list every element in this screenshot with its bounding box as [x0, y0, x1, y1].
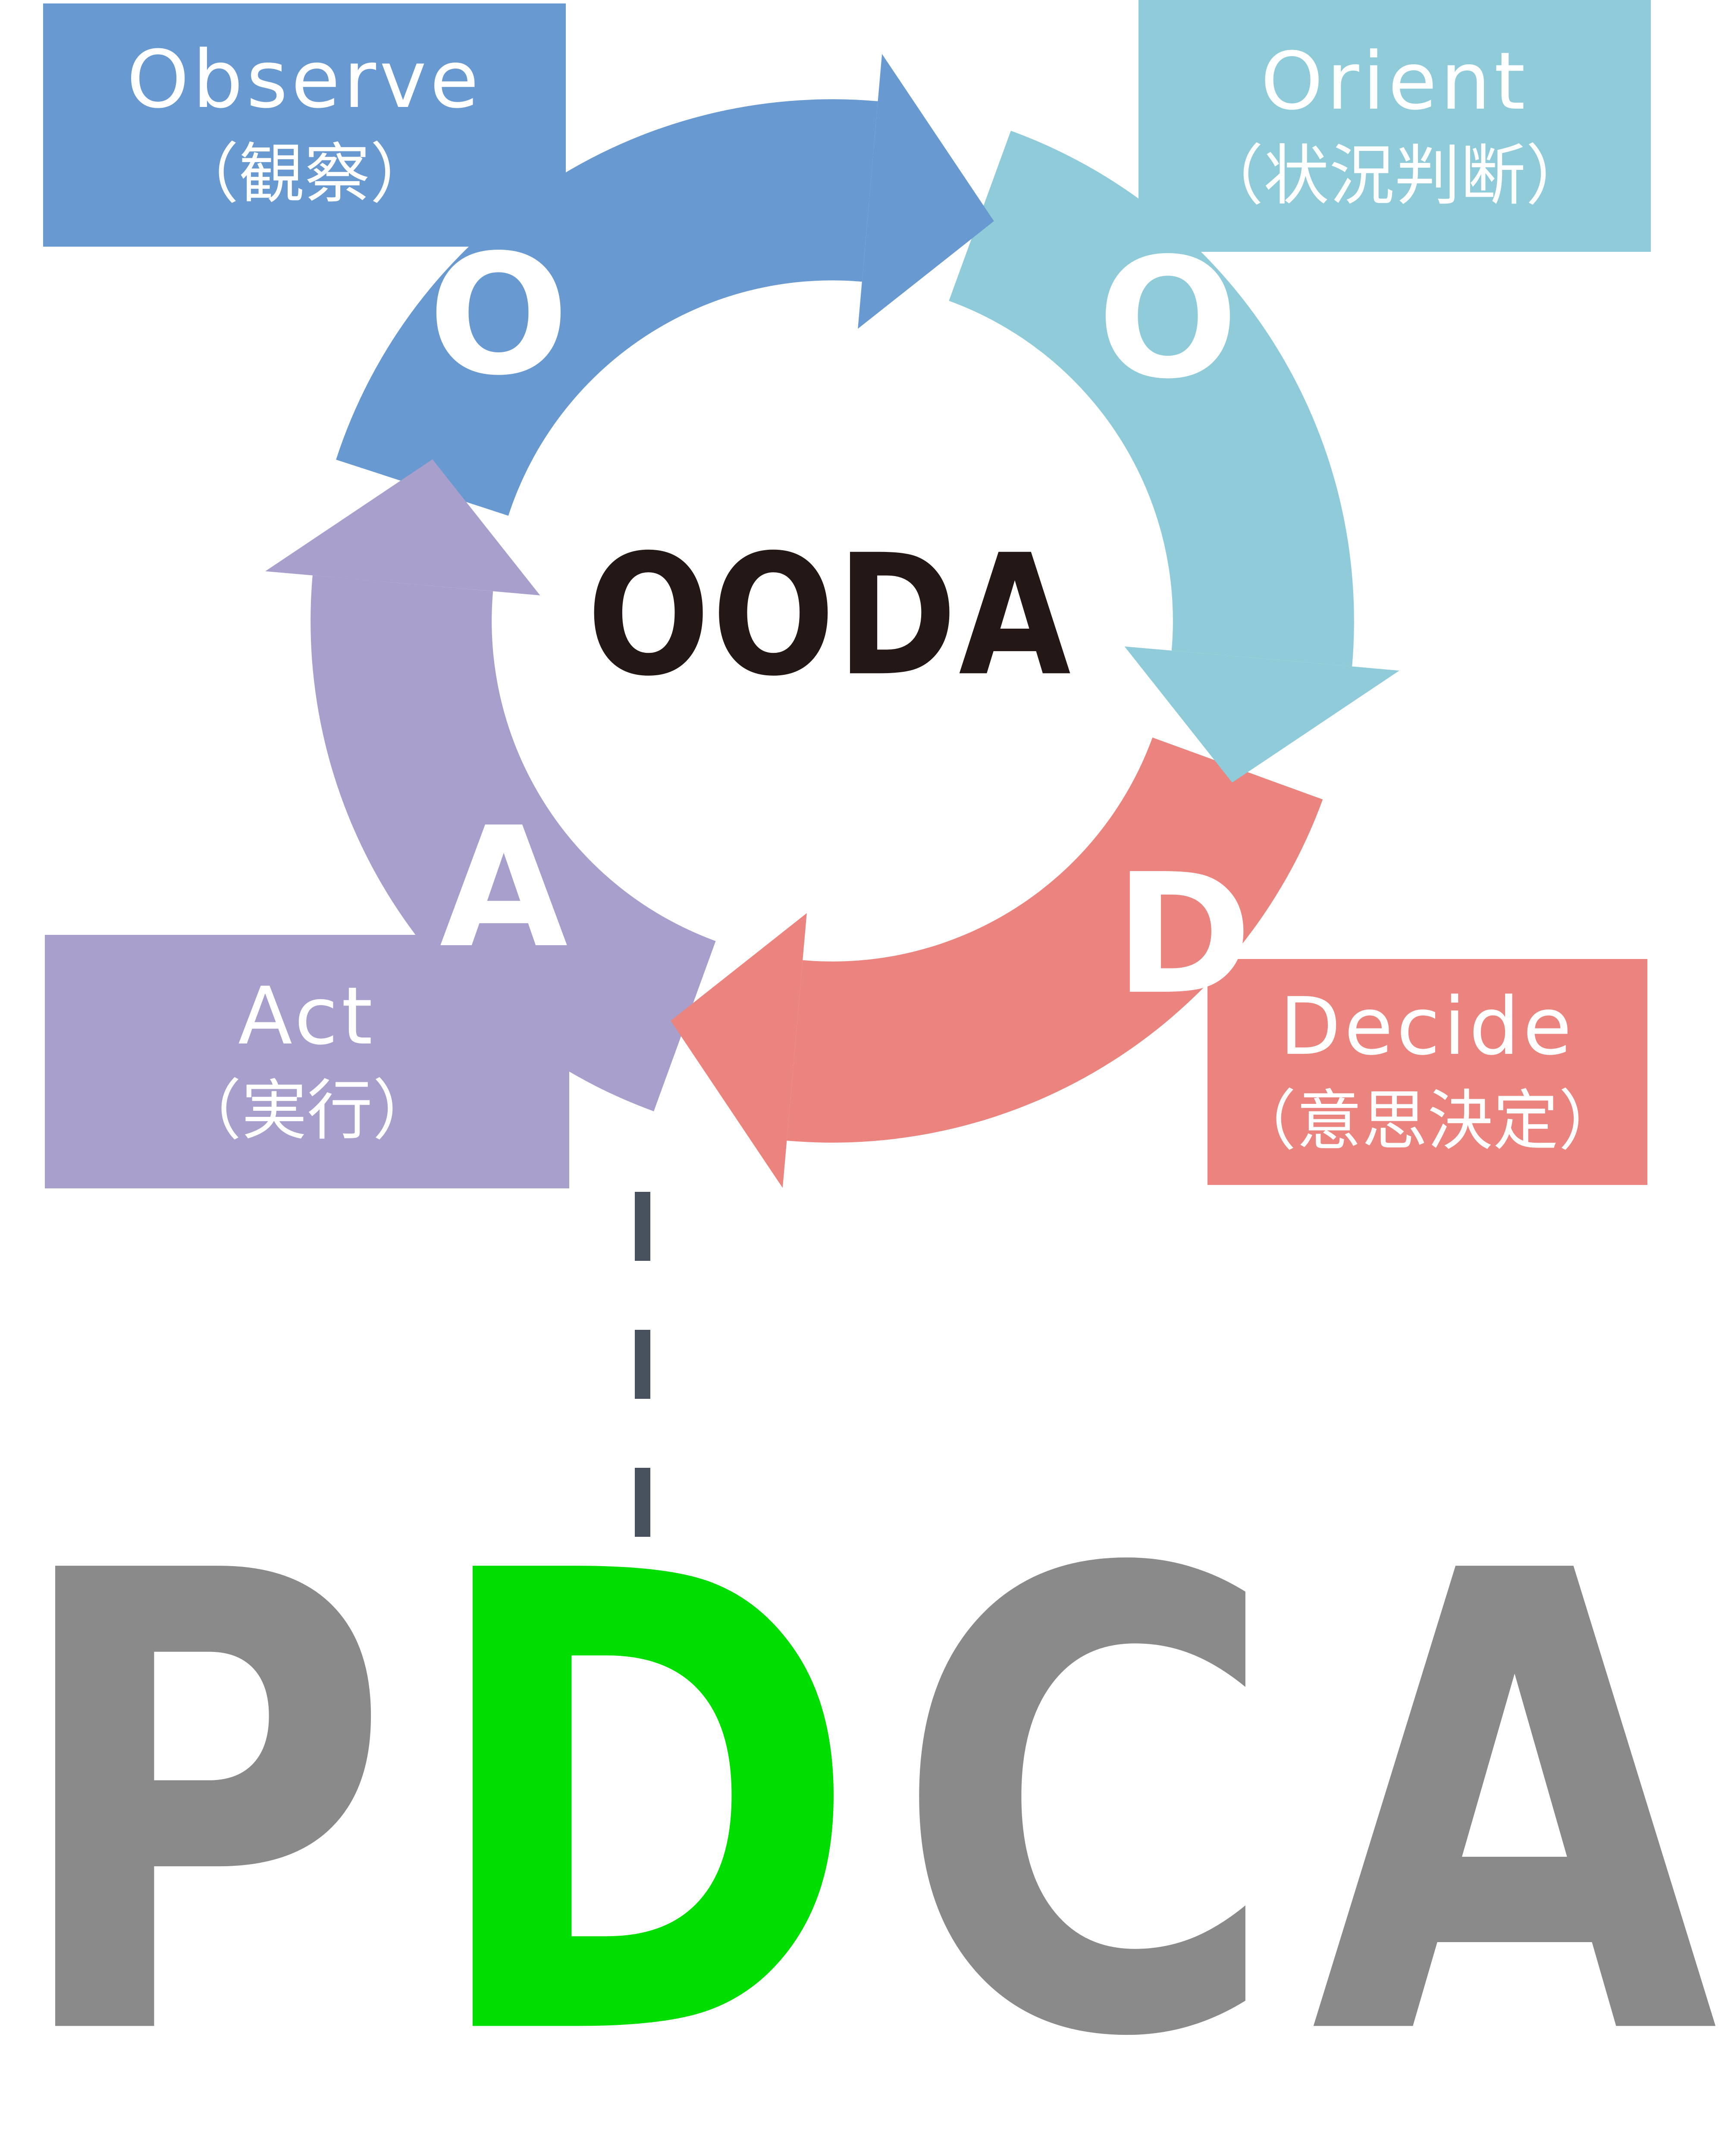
pdca-word: P D C A — [7, 1492, 1718, 2123]
pdca-letter-c: C — [893, 1440, 1279, 2156]
step-orient-label-ja: （状況判断） — [1198, 138, 1591, 214]
step-orient-label-en: Orient — [1261, 34, 1529, 127]
step-box-observe: Observe （観察） — [43, 3, 566, 247]
ring-arc-decide — [787, 737, 1323, 1143]
arrowhead-act-icon — [265, 459, 540, 595]
dashed-connector-line — [635, 1192, 650, 1537]
arrowhead-observe-icon — [858, 54, 994, 329]
step-observe-label-ja: （観察） — [173, 137, 436, 213]
ooda-center-title: OODA — [586, 518, 1073, 713]
step-box-act: Act （実行） — [45, 935, 569, 1188]
step-decide-label-en: Decide — [1280, 980, 1575, 1073]
step-act-label-ja: （実行） — [176, 1073, 438, 1150]
ring-letter-act: A — [439, 792, 568, 985]
ring-arc-orient — [949, 131, 1354, 667]
pdca-letter-p: P — [7, 1440, 393, 2156]
pdca-letter-a: A — [1311, 1440, 1718, 2156]
step-box-decide: Decide （意思決定） — [1208, 959, 1647, 1185]
step-decide-label-ja: （意思決定） — [1230, 1084, 1624, 1160]
step-observe-label-en: Observe — [126, 33, 483, 126]
arrowhead-decide-icon — [671, 913, 807, 1188]
ring-arc-act — [310, 575, 716, 1112]
step-act-label-en: Act — [238, 969, 376, 1063]
pdca-letter-d-highlighted: D — [424, 1440, 861, 2156]
ring-arc-observe — [336, 99, 878, 516]
ring-letter-orient: O — [1097, 222, 1239, 416]
ring-letter-decide: D — [1114, 838, 1252, 1031]
ring-letter-observe: O — [428, 219, 569, 412]
ooda-loop-diagram: Observe （観察） Orient （状況判断） Act （実行） Deci… — [7, 0, 1718, 2123]
step-box-orient: Orient （状況判断） — [1138, 0, 1651, 252]
arrowhead-orient-icon — [1124, 646, 1399, 783]
ooda-cycle-ring — [265, 54, 1399, 1188]
